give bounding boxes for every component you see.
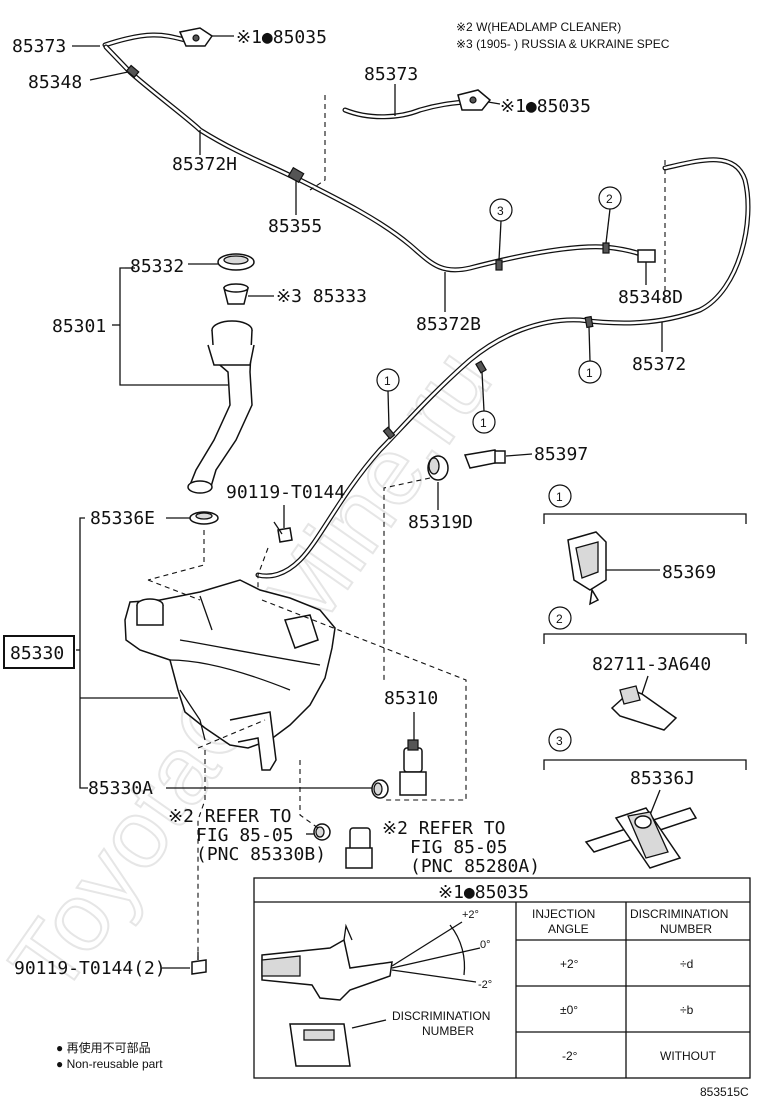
angle-plus: +2°	[462, 909, 479, 921]
label-85332: 85332	[130, 256, 184, 277]
label-ref2-line3: (PNC 85280A)	[410, 856, 540, 877]
clamp-82711	[610, 685, 678, 731]
label-85372H: 85372H	[172, 154, 237, 175]
label-85330: 85330	[10, 643, 64, 664]
bolt-90119-bottom	[191, 952, 207, 975]
legend-jp: ● 再使用不可部品	[56, 1040, 151, 1055]
angle-minus: -2°	[478, 979, 492, 991]
tank-85330	[124, 579, 336, 771]
label-85372B: 85372B	[416, 314, 481, 335]
label-85336E: 85336E	[90, 508, 155, 529]
bolt-90119	[273, 521, 293, 543]
label-90119-T0144-2: 90119-T0144(2)	[14, 958, 166, 979]
angle-zero: 0°	[480, 939, 491, 951]
cap-85332	[217, 253, 255, 271]
row2-number: ÷b	[680, 1003, 694, 1017]
col-angle-line1: INJECTION	[532, 907, 595, 921]
note-russia-ukraine: ※3 (1905- ) RUSSIA & UKRAINE SPEC	[456, 37, 670, 51]
label-85372: 85372	[632, 354, 686, 375]
hose-85372	[255, 157, 751, 579]
clip-marker-2-hose: 2	[598, 186, 622, 244]
nozzle-85035-left	[178, 27, 214, 47]
clip-85336J	[584, 807, 698, 869]
clip-marker-1-hose-c: 1	[376, 368, 400, 429]
row2-angle: ±0°	[560, 1003, 578, 1017]
legend-en: ● Non-reusable part	[56, 1057, 163, 1071]
label-82711: 82711-3A640	[592, 654, 711, 675]
strainer-85333	[223, 283, 249, 305]
nozzle-85035-right	[457, 89, 492, 111]
svg-text:1: 1	[384, 374, 391, 388]
col-discrim-line1: DISCRIMINATION	[630, 907, 728, 921]
svg-text:3: 3	[556, 734, 563, 748]
label-90119-T0144: 90119-T0144	[226, 482, 345, 503]
svg-text:1: 1	[556, 490, 563, 504]
clip-marker-3-hose: 3	[489, 198, 513, 261]
label-85319D: 85319D	[408, 512, 473, 533]
label-85035-b: ※1●85035	[500, 96, 591, 117]
row1-number: ÷d	[680, 957, 693, 971]
label-ref1-line2: FIG 85-05	[196, 825, 294, 846]
note-headlamp-cleaner: ※2 W(HEADLAMP CLEANER)	[456, 20, 621, 34]
label-85355: 85355	[268, 216, 322, 237]
label-ref2-line2: FIG 85-05	[410, 837, 508, 858]
label-ref2-line1: ※2 REFER TO	[382, 818, 505, 839]
pump-85310	[399, 739, 427, 796]
col-discrim-line2: NUMBER	[660, 922, 712, 936]
row3-number: WITHOUT	[660, 1049, 717, 1063]
detail-panel-2: 2 82711-3A640	[543, 606, 747, 731]
figure-id: 853515C	[700, 1085, 749, 1099]
row1-angle: +2°	[560, 957, 579, 971]
joint-85348D	[637, 249, 656, 280]
label-85301: 85301	[52, 316, 106, 337]
sensor-85397	[463, 449, 506, 469]
label-85369: 85369	[662, 562, 716, 583]
nozzle-table-title: ※1●85035	[438, 882, 529, 903]
nozzle-table: ※1●85035 INJECTION ANGLE DISCRIMINATION …	[253, 877, 751, 1079]
nozzle-detail-drawing: +2° 0° -2° DISCRIMINATION NUMBER	[261, 909, 492, 1067]
label-85348D: 85348D	[618, 287, 683, 308]
hose-85373-upper	[342, 99, 468, 120]
col-angle-line2: ANGLE	[548, 922, 589, 936]
clip-85369	[567, 531, 607, 606]
grommet-85336E	[189, 511, 219, 525]
discrim-label-line1: DISCRIMINATION	[392, 1009, 490, 1023]
motor-85280A-ref	[345, 827, 373, 869]
label-ref1-line1: ※2 REFER TO	[168, 806, 291, 827]
detail-panel-3: 3 85336J	[543, 728, 747, 869]
svg-text:2: 2	[556, 612, 563, 626]
label-85330-box	[3, 635, 75, 669]
label-85348: 85348	[28, 72, 82, 93]
label-85035-a: ※1●85035	[236, 27, 327, 48]
grommet-85330B-ref	[313, 823, 331, 841]
label-85333: ※3 85333	[276, 286, 367, 307]
svg-text:2: 2	[606, 192, 613, 206]
label-85330A: 85330A	[88, 778, 153, 799]
row3-angle: -2°	[562, 1049, 578, 1063]
discrim-label-line2: NUMBER	[422, 1024, 474, 1038]
grommet-85319D	[427, 455, 449, 481]
clip-marker-1-hose-b: 1	[472, 371, 496, 434]
label-85310: 85310	[384, 688, 438, 709]
detail-panel-1: 1 85369	[543, 484, 747, 606]
label-85373-b: 85373	[364, 64, 418, 85]
label-85397: 85397	[534, 444, 588, 465]
label-85373-a: 85373	[12, 36, 66, 57]
label-ref1-line3: (PNC 85330B)	[196, 844, 326, 865]
label-85336J: 85336J	[630, 768, 695, 789]
hose-85372B	[297, 177, 653, 273]
inlet-85301	[187, 320, 255, 494]
grommet-85330A	[371, 779, 389, 799]
svg-text:3: 3	[497, 204, 504, 218]
svg-text:1: 1	[480, 416, 487, 430]
clip-marker-1-hose-a: 1	[578, 326, 602, 384]
svg-text:1: 1	[586, 366, 593, 380]
